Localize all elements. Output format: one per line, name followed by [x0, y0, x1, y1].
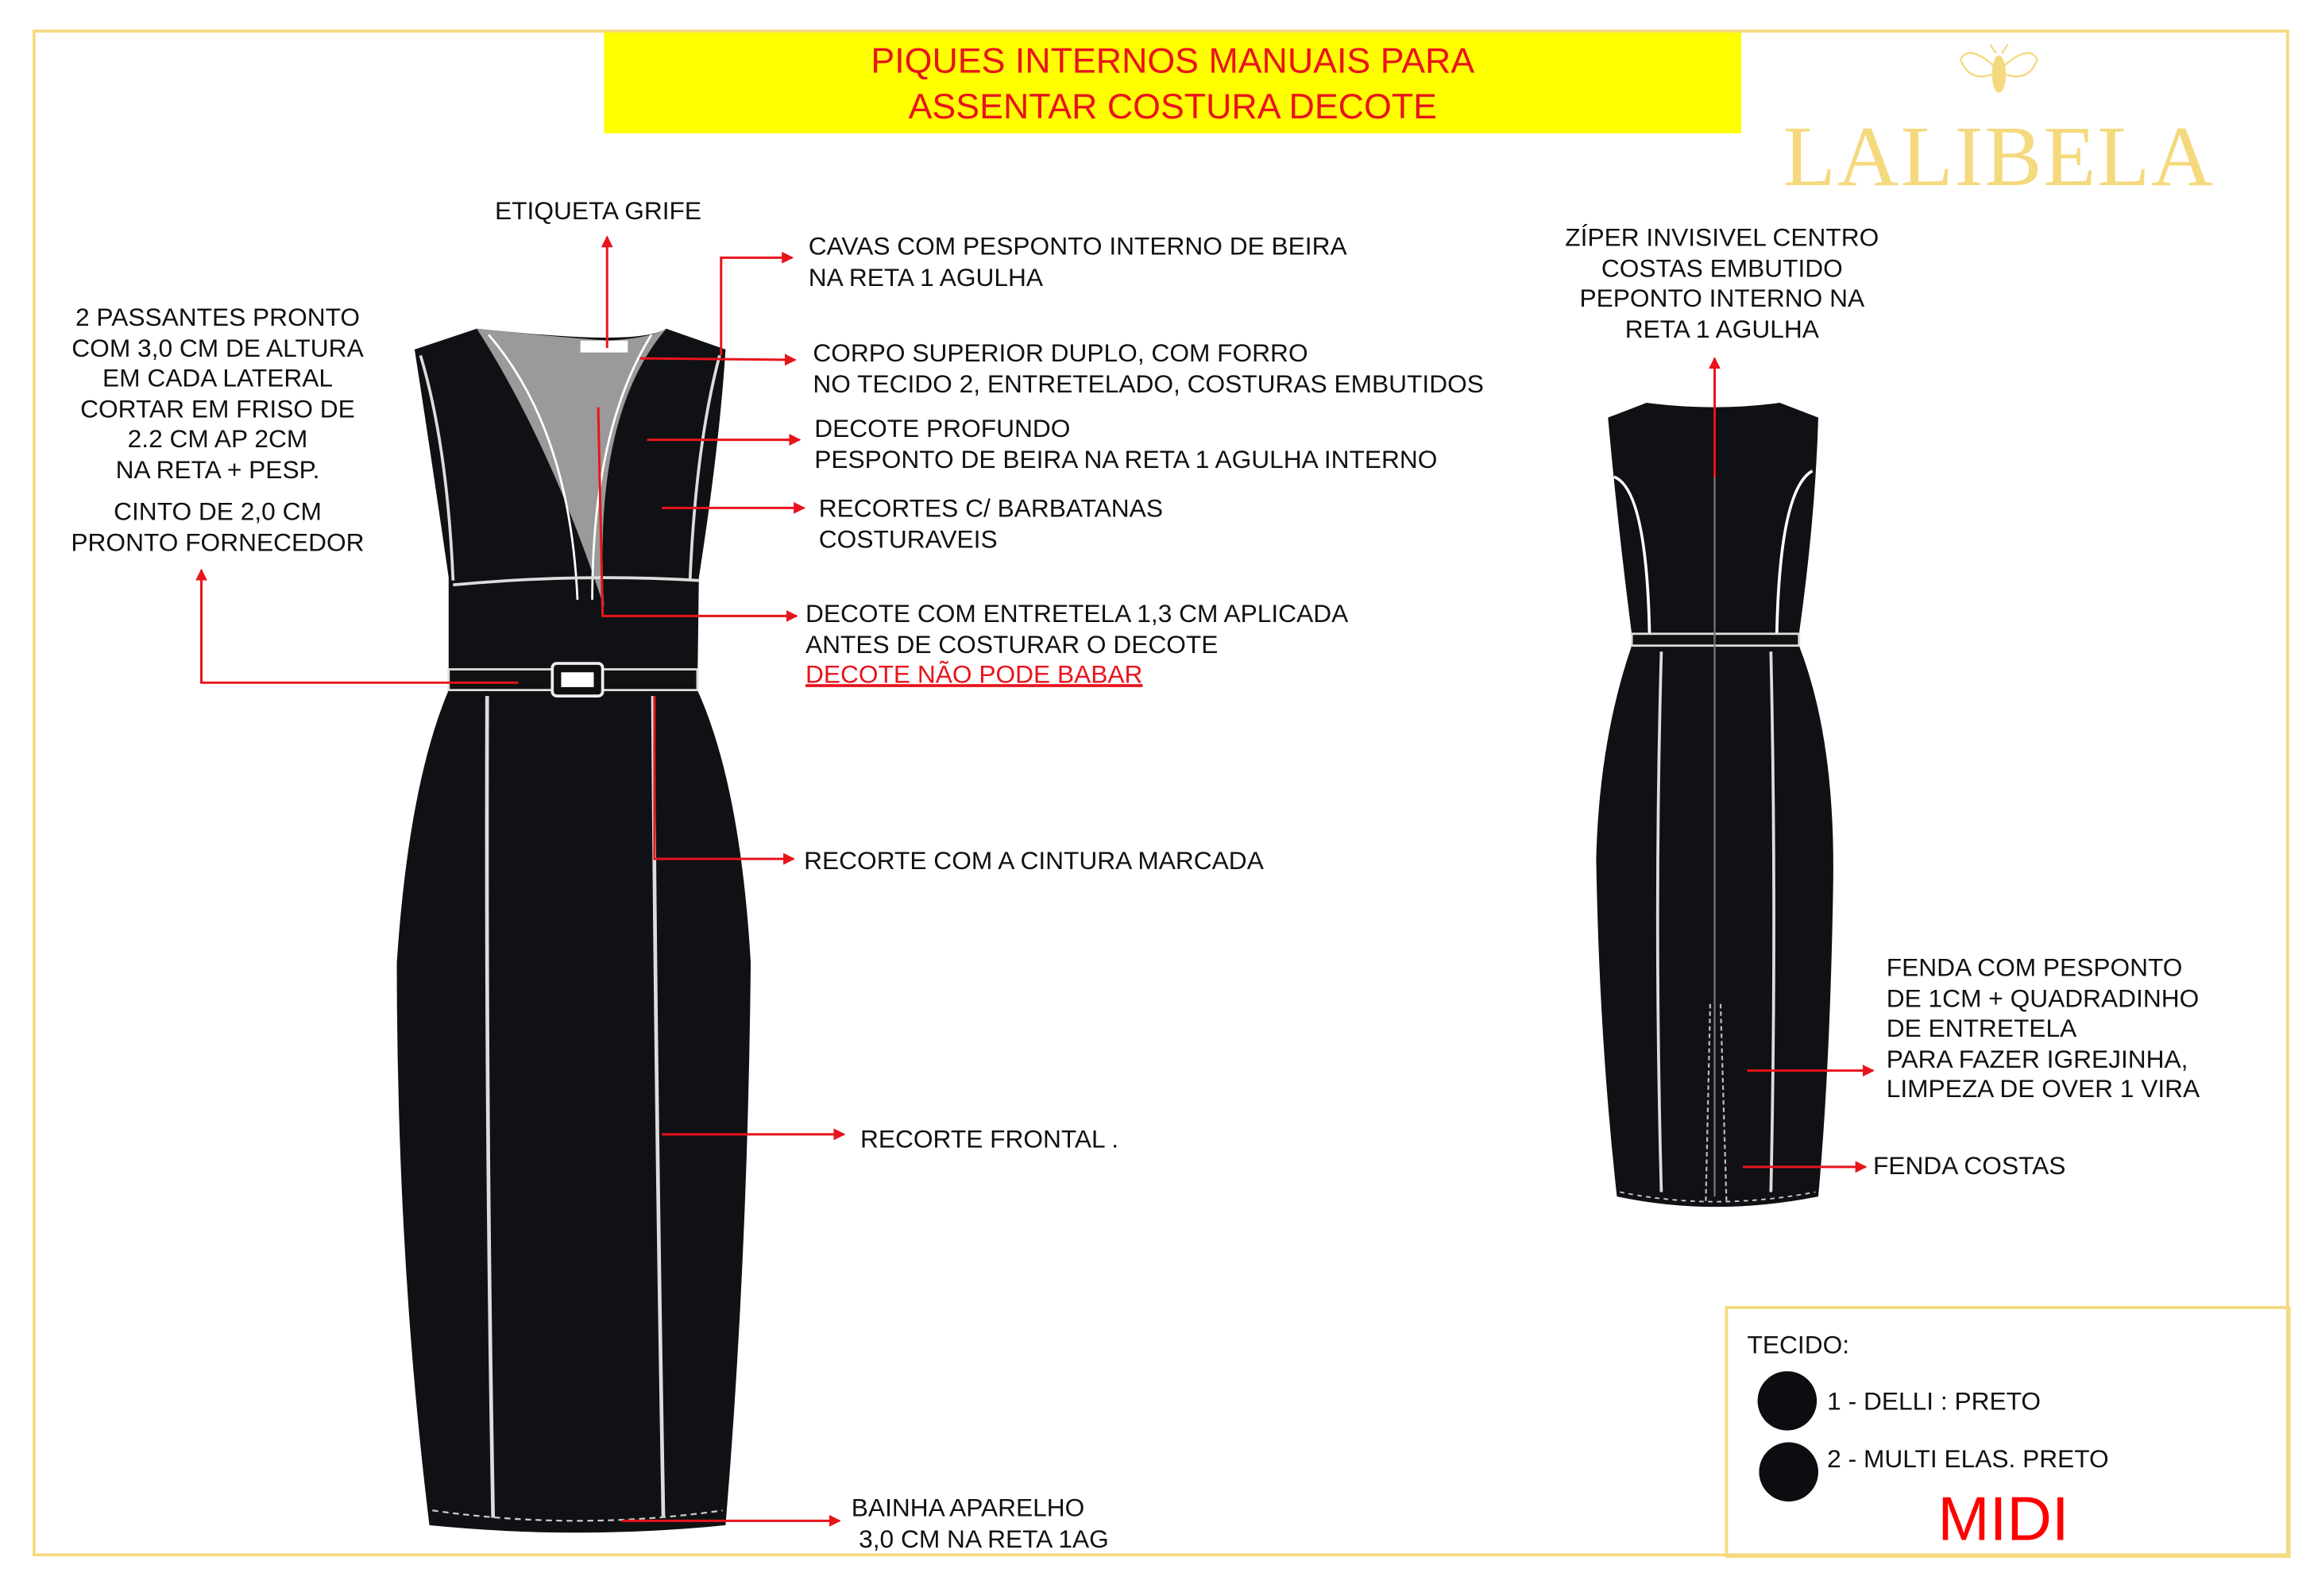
text-line: CORPO SUPERIOR DUPLO, COM FORRO [813, 338, 1308, 368]
text-line: 2 PASSANTES PRONTO [75, 303, 361, 332]
text-line: NA RETA + PESP. [115, 455, 320, 484]
title-line: PIQUES INTERNOS MANUAIS PARA [871, 41, 1475, 82]
text-line: LIMPEZA DE OVER 1 VIRA [1886, 1075, 2200, 1103]
note-cinto: CINTO DE 2,0 CM PRONTO FORNECEDOR [33, 497, 403, 558]
page-frame [33, 29, 2289, 1557]
note-fenda: FENDA COM PESPONTO DE 1CM + QUADRADINHO … [1887, 953, 2200, 1105]
text-line: DECOTE COM ENTRETELA 1,3 CM APLICADA [805, 599, 1349, 628]
text-line: DE ENTRETELA [1886, 1014, 2077, 1043]
text-line: CAVAS COM PESPONTO INTERNO DE BEIRA [808, 232, 1347, 261]
fabric-swatch-1 [1757, 1371, 1817, 1431]
annotation-arrows [195, 235, 1875, 1527]
header-banner: PIQUES INTERNOS MANUAIS PARA ASSENTAR CO… [604, 33, 1742, 133]
text-line: RETA 1 AGULHA [1624, 315, 1819, 343]
text-line: NA RETA 1 AGULHA [808, 262, 1044, 292]
text-line: CORTAR EM FRISO DE [80, 394, 355, 423]
bee-icon [1959, 44, 2039, 93]
note-cintura: RECORTE COM A CINTURA MARCADA [804, 847, 1264, 875]
note-decote-profundo: DECOTE PROFUNDO PESPONTO DE BEIRA NA RET… [814, 415, 1437, 475]
note-bainha: BAINHA APARELHO 3,0 CM NA RETA 1AG [852, 1494, 1109, 1555]
fabric-label: TECIDO: [1747, 1331, 1850, 1360]
note-corpo: CORPO SUPERIOR DUPLO, COM FORRO NO TECID… [813, 339, 1484, 400]
note-cavas: CAVAS COM PESPONTO INTERNO DE BEIRA NA R… [809, 233, 1347, 293]
note-ziper: ZÍPER INVISIVEL CENTRO COSTAS EMBUTIDO P… [1530, 223, 1915, 345]
text-line: FENDA COM PESPONTO [1886, 953, 2183, 982]
size-label: MIDI [1937, 1483, 2069, 1554]
text-line: ZÍPER INVISIVEL CENTRO [1565, 223, 1879, 252]
text-line: PESPONTO DE BEIRA NA RETA 1 AGULHA INTER… [814, 445, 1438, 473]
text-line: DE 1CM + QUADRADINHO [1886, 983, 2200, 1013]
fabric-box [1725, 1306, 2291, 1558]
text-line: NO TECIDO 2, ENTRETELADO, COSTURAS EMBUT… [813, 369, 1484, 398]
brand-logo: LALIBELA [1783, 108, 2215, 205]
text-line: 2.2 CM AP 2CM [127, 424, 308, 454]
text-line: PEPONTO INTERNO NA [1579, 284, 1865, 313]
note-passantes: 2 PASSANTES PRONTO COM 3,0 CM DE ALTURA … [33, 303, 403, 485]
text-line: PARA FAZER IGREJINHA, [1886, 1045, 2188, 1073]
title-line: ASSENTAR COSTURA DECOTE [908, 87, 1437, 128]
text-line: 3,0 CM NA RETA 1AG [859, 1524, 1109, 1553]
note-fenda-costas: FENDA COSTAS [1872, 1152, 2066, 1181]
text-line: COSTAS EMBUTIDO [1601, 253, 1843, 283]
text-line: PRONTO FORNECEDOR [71, 527, 365, 556]
text-line: EM CADA LATERAL [102, 364, 333, 392]
text-line: BAINHA APARELHO [851, 1494, 1085, 1523]
fabric-item-2: 2 - MULTI ELAS. PRETO [1827, 1445, 2109, 1474]
back-dress [1596, 403, 1833, 1208]
label-etiqueta: ETIQUETA GRIFE [495, 196, 702, 226]
note-frontal: RECORTE FRONTAL . [859, 1125, 1119, 1154]
text-line: CINTO DE 2,0 CM [114, 497, 322, 526]
text-line: COSTURAVEIS [818, 524, 998, 554]
note-recortes: RECORTES C/ BARBATANAS COSTURAVEIS [819, 495, 1163, 555]
front-dress [396, 328, 751, 1533]
label-tag [580, 340, 628, 353]
text-line: ANTES DE COSTURAR O DECOTE [805, 630, 1219, 659]
text-line: RECORTES C/ BARBATANAS [818, 494, 1163, 523]
fabric-item-1: 1 - DELLI : PRETO [1827, 1387, 2042, 1416]
fabric-swatch-2 [1759, 1442, 1818, 1502]
note-decote-entretela: DECOTE COM ENTRETELA 1,3 CM APLICADA ANT… [805, 600, 1348, 691]
text-line: DECOTE PROFUNDO [814, 414, 1071, 443]
text-line: COM 3,0 CM DE ALTURA [71, 334, 364, 362]
warning-text: DECOTE NÃO PODE BABAR [805, 660, 1143, 689]
